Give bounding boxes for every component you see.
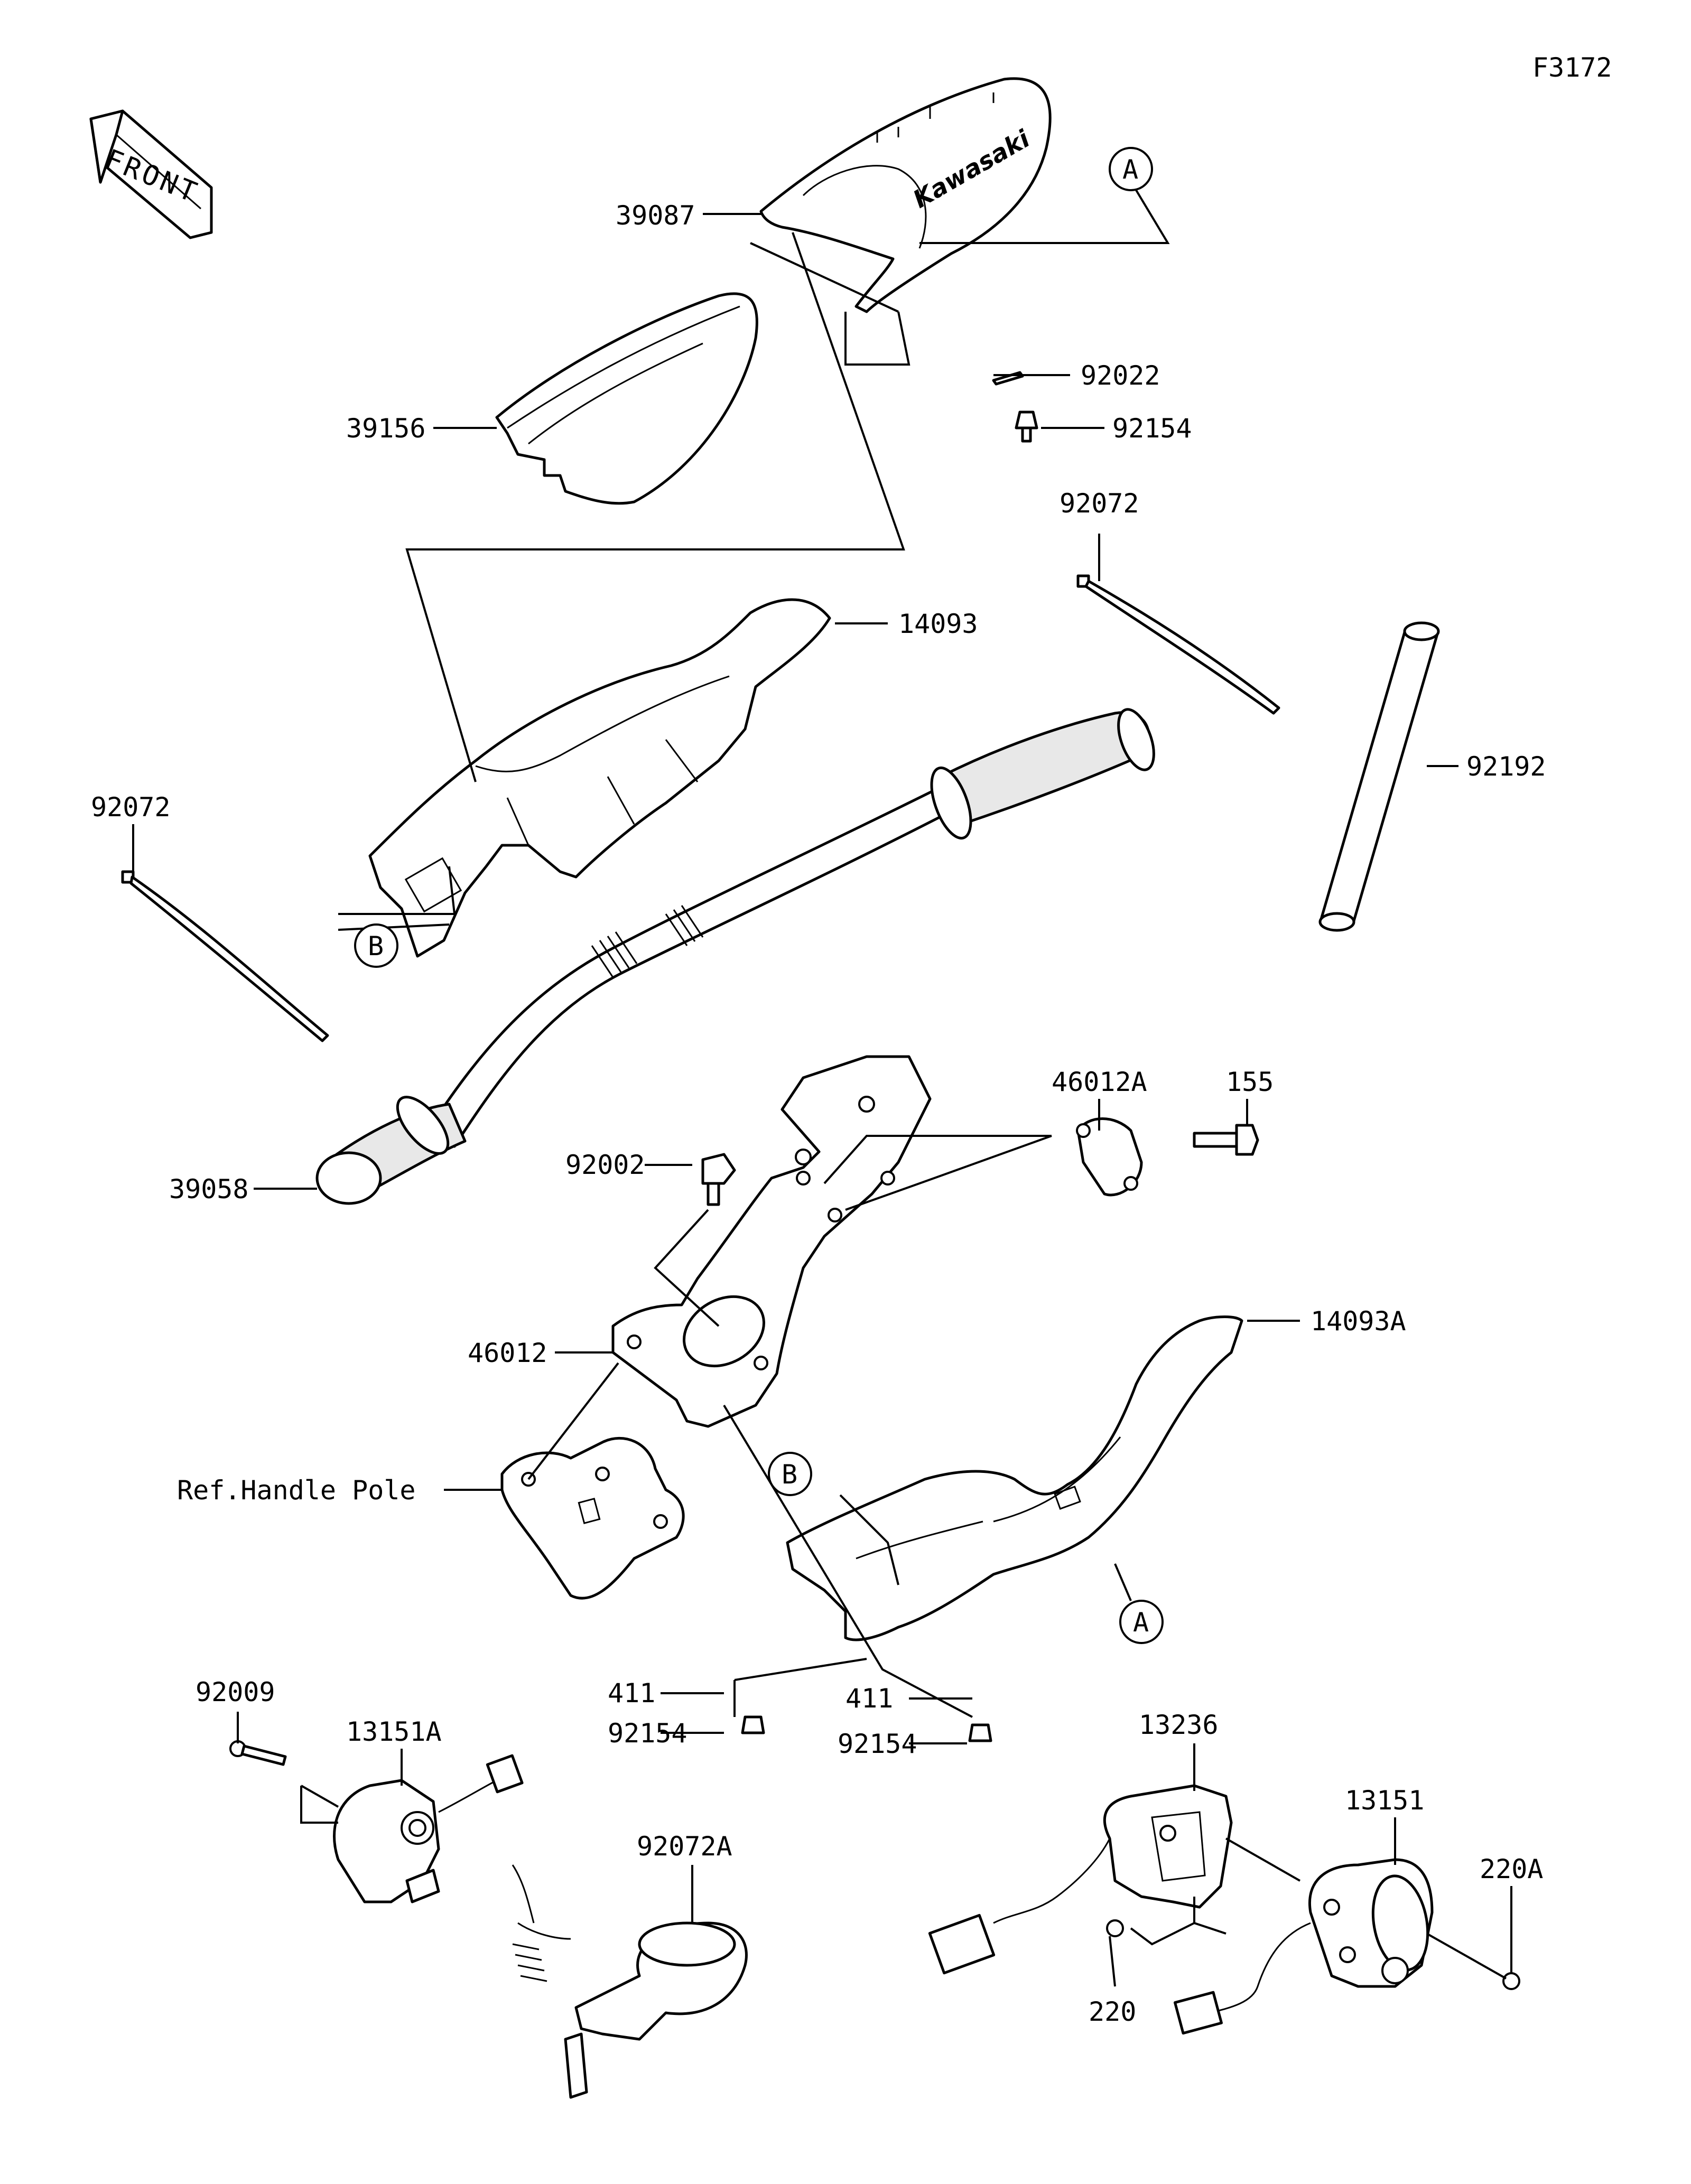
part-label-14093: 14093: [898, 609, 978, 639]
clamp-46012A: [1076, 1117, 1143, 1197]
part-label-155: 155: [1226, 1067, 1274, 1097]
part-label-92072-right: 92072: [1060, 488, 1139, 519]
part-label-92072-left: 92072: [91, 792, 171, 823]
lower-cover-39156: [495, 292, 758, 505]
callout-B-right: B: [768, 1452, 812, 1496]
diagram-code: F3172: [1532, 52, 1612, 83]
part-label-39058: 39058: [169, 1174, 249, 1205]
part-label-46012: 46012: [468, 1338, 547, 1368]
handle-pole-plate: [500, 1436, 685, 1600]
steering-cover-14093: [368, 598, 831, 958]
svg-text:A: A: [1133, 1607, 1149, 1638]
switch-13151: [1173, 1858, 1434, 2035]
tube-92192: [1318, 621, 1440, 932]
screw-220A-icon: [1502, 1972, 1520, 1990]
part-label-46012A: 46012A: [1052, 1067, 1147, 1097]
bolt-92002-icon: [701, 1153, 736, 1206]
lower-cover-14093A: [786, 1315, 1243, 1641]
part-label-220: 220: [1089, 1996, 1136, 2027]
svg-text:A: A: [1122, 154, 1138, 185]
bolt-155-icon: [1193, 1124, 1259, 1156]
callout-B-left: B: [354, 923, 398, 968]
part-label-411-right: 411: [846, 1683, 893, 1714]
part-label-411-left: 411: [608, 1678, 655, 1709]
cable-tie-right: [1076, 574, 1280, 715]
part-label-220A: 220A: [1480, 1854, 1543, 1884]
part-label-14093A: 14093A: [1311, 1306, 1406, 1337]
svg-text:B: B: [368, 931, 384, 962]
strap-92072A: [512, 1864, 748, 2099]
part-label-92154-left: 92154: [608, 1718, 687, 1749]
leader-lines: [132, 189, 1512, 1987]
steering-column-46012: [611, 1055, 932, 1428]
part-label-92002: 92002: [565, 1150, 645, 1180]
svg-text:B: B: [782, 1459, 797, 1490]
cable-tie-left: [121, 870, 329, 1042]
part-label-13151: 13151: [1345, 1785, 1425, 1816]
part-label-92154-right: 92154: [838, 1729, 917, 1759]
switch-13151A: [333, 1754, 524, 1903]
screw-220-icon: [1106, 1919, 1124, 1937]
part-label-39156: 39156: [346, 413, 426, 444]
callout-A-top: A: [1109, 147, 1153, 191]
front-arrow-icon: FRONT: [89, 109, 213, 239]
part-label-92009: 92009: [196, 1677, 275, 1707]
part-label-92022: 92022: [1081, 360, 1160, 391]
top-cover-39087: Kawasaki: [759, 77, 1052, 313]
part-label-92192: 92192: [1466, 751, 1546, 782]
part-label-92072A: 92072A: [637, 1831, 732, 1862]
callout-A-bottom: A: [1119, 1600, 1164, 1644]
part-label-13151A: 13151A: [346, 1716, 442, 1747]
bolt-92009-icon: [229, 1740, 287, 1766]
screw-92154-right-icon: [968, 1723, 992, 1742]
part-label-92154-top: 92154: [1112, 413, 1192, 444]
handlebar-39058: [315, 708, 1155, 1205]
screw-92154-top-icon: [1015, 410, 1038, 443]
part-label-ref-handle-pole: Ref.Handle Pole: [177, 1475, 416, 1506]
switch-13236: [928, 1784, 1233, 1975]
screw-92154-left-icon: [741, 1715, 765, 1734]
part-label-13236: 13236: [1139, 1710, 1219, 1740]
part-label-39087: 39087: [616, 200, 695, 231]
